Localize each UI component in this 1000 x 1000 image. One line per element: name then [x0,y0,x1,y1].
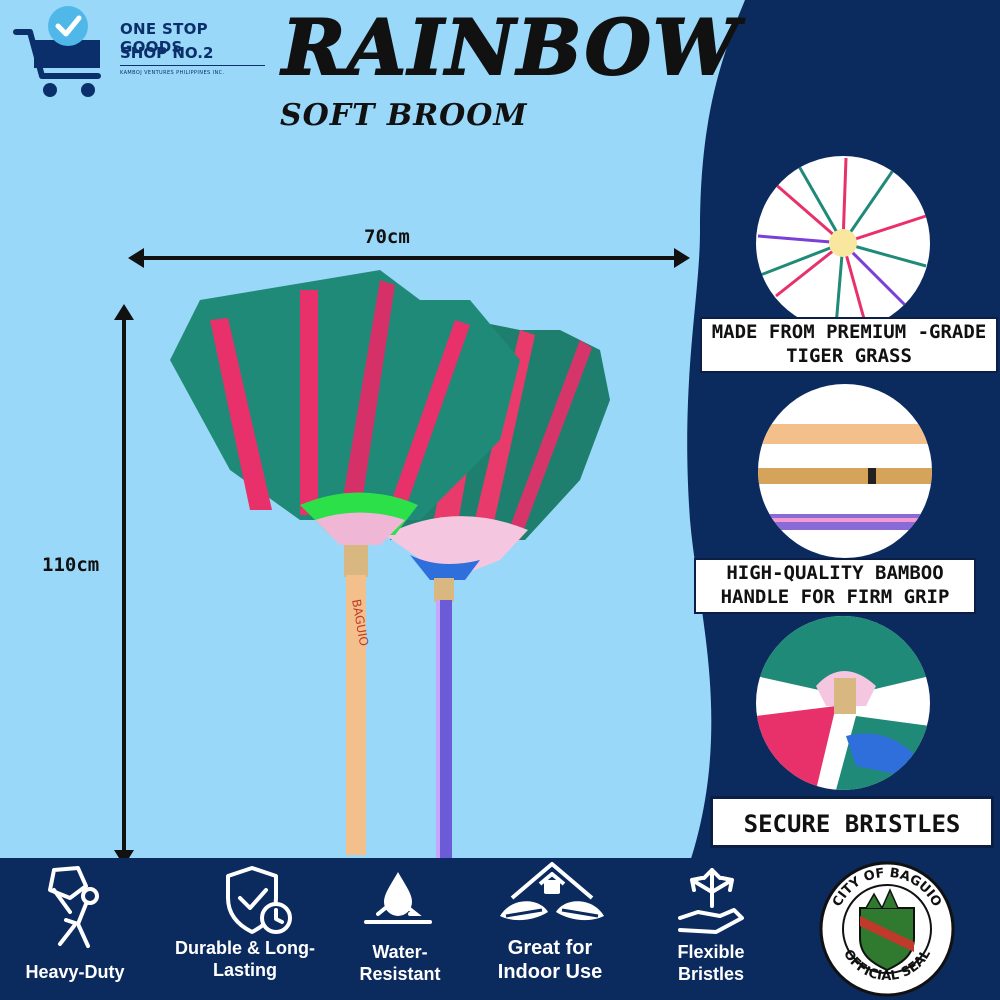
logo-line-3: KAMBOJ VENTURES PHILIPPINES INC. [120,70,225,76]
house-leaves-icon [500,862,604,921]
feature-image-handle [758,384,932,558]
shield-clock-icon [226,866,292,934]
heavy-lifter-icon [48,866,99,948]
bristle-closeup [757,157,927,327]
feature-label-secure-bristles: SECURE BRISTLES [710,796,994,848]
logo-line-1: ONE STOP GOODS [120,20,208,56]
product-subtitle: SOFT BROOM [280,98,528,133]
water-drop-icon [364,872,432,924]
feature-label-bamboo-handle: HIGH-QUALITY BAMBOO HANDLE FOR FIRM GRIP [694,558,976,614]
feature-durable: Durable & Long-Lasting [175,938,315,980]
logo-line-2: SHOP NO.2 [120,44,214,62]
feature-indoor-use: Great for Indoor Use [497,937,603,983]
store-logo: ONE STOP GOODS SHOP NO.2 KAMBOJ VENTURES… [12,4,272,104]
feature-flexible-bristles: Flexible Bristles [677,942,745,984]
feature-heavy-duty: Heavy-Duty [25,962,125,982]
hand-arrows-icon [678,868,744,934]
width-label: 70cm [364,226,410,248]
feature-water-resistant: Water-Resistant [359,942,441,984]
height-label: 110cm [42,554,100,576]
binding-closeup [756,616,930,790]
logo-divider [120,65,265,66]
svg-text:OFFICIAL SEAL: OFFICIAL SEAL [840,947,934,984]
svg-text:CITY OF BAGUIO: CITY OF BAGUIO [830,866,944,909]
shopping-cart-check-icon [13,6,101,97]
feature-image-binding [756,616,930,790]
seal-bottom-text: OFFICIAL SEAL [840,947,934,984]
handle-closeup [758,424,932,530]
seal-text: CITY OF BAGUIO OFFICIAL SEAL [830,866,944,984]
city-seal [819,861,955,997]
seal-top-text: CITY OF BAGUIO [830,866,944,909]
product-title: RAINBOW [281,3,741,92]
feature-label-premium-grass: MADE FROM PREMIUM -GRADE TIGER GRASS [700,317,998,373]
feature-image-bristles [756,156,930,330]
